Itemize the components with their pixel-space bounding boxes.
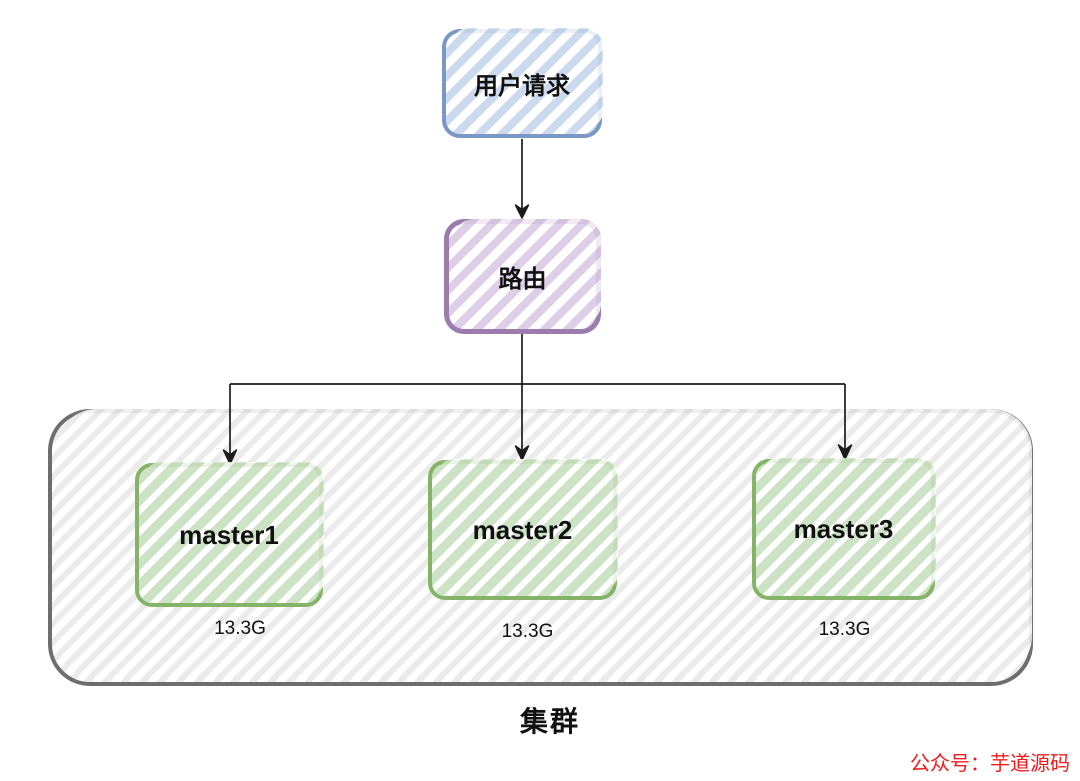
master2-size-label: 13.3G — [501, 621, 554, 642]
cluster-label: 集群 — [519, 706, 580, 737]
node-user-request: 用户请求 — [442, 29, 602, 138]
watermark-text: 公众号：芋道源码 — [910, 753, 1070, 775]
node-master1-label: master1 — [179, 519, 279, 550]
node-master2-label: master2 — [472, 514, 573, 545]
node-router: 路由 — [444, 219, 601, 334]
master1-size-label: 13.3G — [214, 618, 266, 639]
node-master2: master2 — [428, 460, 617, 600]
node-master3-label: master3 — [793, 514, 894, 544]
node-router-label: 路由 — [498, 266, 547, 293]
node-user-request-label: 用户请求 — [474, 73, 570, 100]
master3-size-label: 13.3G — [818, 619, 871, 640]
arrowhead-router — [514, 204, 530, 219]
node-master1: master1 — [135, 463, 323, 607]
node-master3: master3 — [752, 459, 935, 600]
